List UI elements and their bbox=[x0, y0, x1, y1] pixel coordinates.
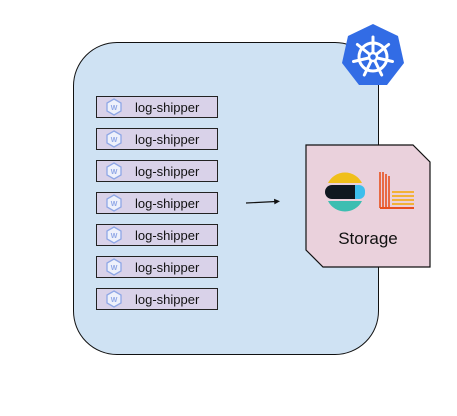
log-shipper-box: W log-shipper bbox=[96, 160, 218, 182]
svg-text:W: W bbox=[111, 105, 118, 112]
wasm-hexagon-icon: W bbox=[106, 226, 122, 244]
log-shipper-label: log-shipper bbox=[135, 291, 200, 307]
wasm-hexagon-icon: W bbox=[106, 162, 122, 180]
log-shipper-box: W log-shipper bbox=[96, 128, 218, 150]
flow-arrow bbox=[245, 198, 280, 205]
log-shipper-label: log-shipper bbox=[135, 163, 200, 179]
log-shipper-label: log-shipper bbox=[135, 227, 200, 243]
wasm-hexagon-icon: W bbox=[106, 258, 122, 276]
wasm-hexagon-icon: W bbox=[106, 130, 122, 148]
svg-text:W: W bbox=[111, 233, 118, 240]
wasm-hexagon-icon: W bbox=[106, 98, 122, 116]
log-shipper-box: W log-shipper bbox=[96, 256, 218, 278]
kibana-icon bbox=[379, 172, 414, 209]
svg-text:W: W bbox=[111, 169, 118, 176]
wasm-hexagon-icon: W bbox=[106, 194, 122, 212]
elasticsearch-icon bbox=[325, 172, 365, 212]
log-shipper-label: log-shipper bbox=[135, 259, 200, 275]
log-shipper-box: W log-shipper bbox=[96, 224, 218, 246]
log-shipper-label: log-shipper bbox=[135, 99, 200, 115]
kubernetes-icon bbox=[342, 24, 404, 85]
wasm-hexagon-icon: W bbox=[106, 290, 122, 308]
log-shipper-label: log-shipper bbox=[135, 131, 200, 147]
svg-text:W: W bbox=[111, 265, 118, 272]
svg-text:W: W bbox=[111, 137, 118, 144]
log-shipper-box: W log-shipper bbox=[96, 96, 218, 118]
storage-label: Storage bbox=[338, 229, 398, 248]
log-shipper-box: W log-shipper bbox=[96, 192, 218, 214]
log-shipper-label: log-shipper bbox=[135, 195, 200, 211]
log-shipper-box: W log-shipper bbox=[96, 288, 218, 310]
svg-text:W: W bbox=[111, 201, 118, 208]
svg-text:W: W bbox=[111, 297, 118, 304]
